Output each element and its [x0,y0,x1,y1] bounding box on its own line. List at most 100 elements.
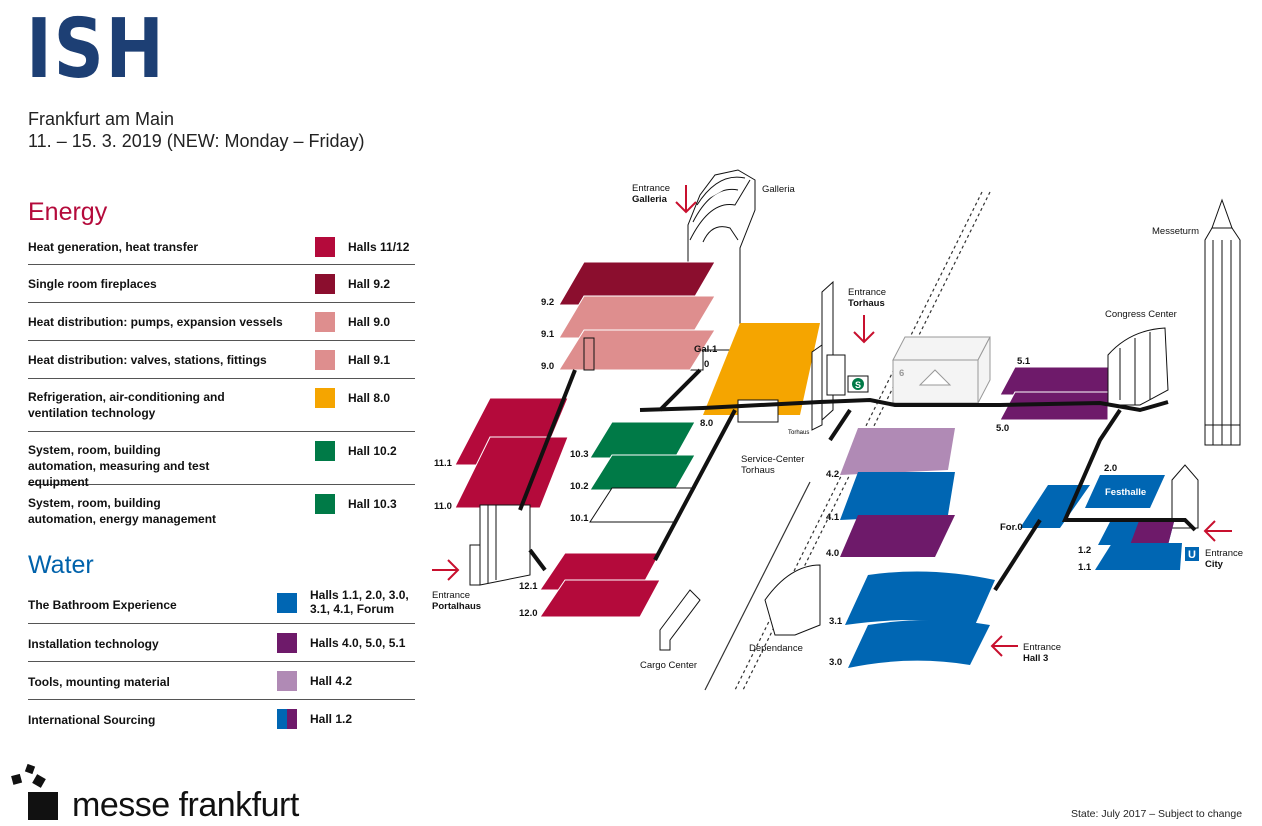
hall-10-3 [589,421,696,459]
ish-logo: ISH [26,2,166,97]
energy-section-title: Energy [28,198,108,226]
service-center-line1: Service-Center [741,454,804,465]
legend-hall: Hall 10.3 [348,497,397,511]
festhalle [1085,475,1165,508]
legend-row: Heat generation, heat transfer Halls 11/… [28,228,415,265]
hall-label: 9.0 [541,361,554,372]
hall-label: 9.1 [541,329,555,340]
forum-0 [1020,485,1090,528]
hall-label: 0 [704,359,709,370]
legend-category: Refrigeration, air-conditioning and vent… [28,390,225,420]
legend-category: Tools, mounting material [28,675,170,689]
galleria-label: Galleria [762,184,795,195]
legend-hall: Hall 9.1 [348,353,391,367]
hall-label: 4.2 [826,469,839,480]
legend-hall: Hall 9.2 [348,277,391,291]
legend-row: Heat distribution: pumps, expansion vess… [28,303,415,341]
legend-row: Tools, mounting material Hall 4.2 [28,662,415,700]
hall-5-0 [999,391,1109,421]
legend-hall: Hall 8.0 [348,391,391,405]
hall-4-1 [840,472,955,520]
legend-swatch [277,633,297,653]
legend-category: International Sourcing [28,713,156,727]
entrance-city-line2: City [1205,559,1224,570]
hall-label: 8.0 [700,418,713,429]
messe-frankfurt-logo-mark [11,763,58,820]
legend-hall: Halls 4.0, 5.0, 5.1 [310,636,406,650]
legend-row: Single room fireplaces Hall 9.2 [28,265,415,303]
legend-hall: Halls 11/12 [348,240,410,254]
legend-row: International Sourcing Hall 1.2 [28,700,415,737]
hall-label: 2.0 [1104,463,1117,474]
messe-frankfurt-brand: messe frankfurt [72,786,299,824]
legend-swatch [315,274,335,294]
hall-label: 10.2 [570,481,589,492]
legend-hall: Hall 1.2 [310,712,353,726]
entrance-hall3-line2: Hall 3 [1023,653,1048,664]
entrance-galleria-line1: Entrance [632,183,670,194]
hall-1-1 [1095,543,1182,570]
legend-row: System, room, building automation, measu… [28,432,415,489]
walkways [518,368,1197,592]
legend-row: The Bathroom Experience Halls 1.1, 2.0, … [28,582,415,624]
hall-label: 10.1 [570,513,589,524]
hall-label: 3.0 [829,657,842,668]
arrow-hall3 [990,635,1018,657]
hall-8-0 [703,323,820,415]
legend-hall: Hall 4.2 [310,674,353,688]
state-note: State: July 2017 – Subject to change [1071,808,1243,820]
hall-label: 10.3 [570,449,589,460]
legend-swatch-split [277,709,297,729]
torhaus-label: Torhaus [788,430,809,436]
legend-row: Heat distribution: valves, stations, fit… [28,341,415,379]
hall-label: 1.2 [1078,545,1091,556]
hall-label: 1.1 [1078,562,1092,573]
hall-label: 6 [899,368,904,379]
arrow-torhaus [853,315,875,344]
messeturm-building [1204,198,1241,446]
water-legend: The Bathroom Experience Halls 1.1, 2.0, … [28,582,415,737]
hall-4-2 [840,428,955,475]
entrance-arrows [432,185,1232,657]
hall-3-1 [845,571,995,625]
legend-hall: Halls 1.1, 2.0, 3.0, 3.1, 4.1, Forum [310,588,409,616]
hall-label: 5.0 [996,423,1009,434]
legend-hall: Hall 9.0 [348,315,391,329]
energy-legend: Heat generation, heat transfer Halls 11/… [28,228,415,535]
water-section-title: Water [28,551,94,579]
legend-swatch [277,593,297,613]
legend-swatch [315,388,335,408]
arrow-portalhaus [432,559,460,581]
entrance-galleria-line2: Galleria [632,194,668,205]
legend-category: Installation technology [28,637,159,651]
hall-label: 9.2 [541,297,554,308]
hall-label: Gal.1 [694,344,718,355]
cargo-center-building [659,589,701,651]
entrance-torhaus-line1: Entrance [848,287,886,298]
legend-category: System, room, building automation, energ… [28,496,217,526]
hall-label: 4.0 [826,548,839,559]
hall-label: 12.0 [519,608,538,619]
track-line [704,481,811,691]
hall-label: For.0 [1000,522,1023,533]
s-bahn-label: S [855,380,861,390]
hall-10-2 [589,454,696,491]
festhalle-label: Festhalle [1105,487,1146,498]
legend-row: Installation technology Halls 4.0, 5.0, … [28,624,415,662]
cargo-center-label: Cargo Center [640,660,697,671]
arrow-galleria [675,185,697,214]
legend-row: System, room, building automation, energ… [28,485,415,535]
entrance-portalhaus-line1: Entrance [432,590,470,601]
legend-category: Heat generation, heat transfer [28,240,199,254]
entrance-portalhaus-line2: Portalhaus [432,601,481,612]
hall-label: 12.1 [519,581,538,592]
legend-category: Heat distribution: pumps, expansion vess… [28,315,283,329]
hall-label: 5.1 [1017,356,1031,367]
location: Frankfurt am Main [28,109,175,129]
hall-label: 11.1 [434,458,453,469]
portalhaus-building [469,504,531,586]
event-dates: 11. – 15. 3. 2019 (NEW: Monday – Friday) [28,131,365,151]
hall-9-connector [583,337,595,371]
legend-category: Heat distribution: valves, stations, fit… [28,353,267,367]
